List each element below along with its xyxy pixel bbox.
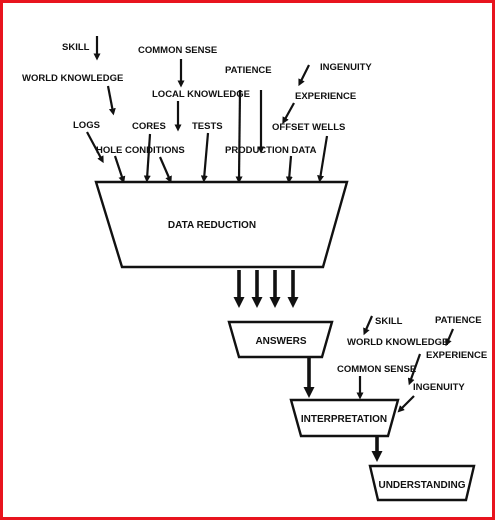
data-reduction-label: DATA REDUCTION <box>168 220 256 231</box>
answers-box <box>227 320 334 359</box>
label-tests: TESTS <box>192 121 223 132</box>
label-logs: LOGS <box>73 120 100 131</box>
arrow-logs <box>86 131 104 164</box>
label-common-sense-2: COMMON SENSE <box>337 364 416 375</box>
arrow-production-data <box>285 155 293 184</box>
arrow-hole-conditions-a <box>113 155 126 184</box>
arrow-experience <box>282 102 295 125</box>
label-offset-wells: OFFSET WELLS <box>272 122 345 133</box>
label-experience: EXPERIENCE <box>295 91 356 102</box>
answers-label: ANSWERS <box>255 336 306 347</box>
arrow-patience-2 <box>445 328 455 347</box>
understanding-label: UNDERSTANDING <box>378 480 465 491</box>
label-patience-2: PATIENCE <box>435 315 482 326</box>
label-production-data: PRODUCTION DATA <box>225 145 317 156</box>
arrow-patience <box>235 89 243 184</box>
arrow-ingenuity-2 <box>397 395 415 413</box>
arrow-ingenuity <box>298 64 310 87</box>
label-local-knowledge: LOCAL KNOWLEDGE <box>152 89 250 100</box>
label-ingenuity-2: INGENUITY <box>413 382 465 393</box>
label-world-knowledge-2: WORLD KNOWLEDGE <box>347 337 448 348</box>
arrow-skill-2 <box>363 315 374 336</box>
label-cores: CORES <box>132 121 166 132</box>
arrow-tests <box>200 132 210 183</box>
understanding-box <box>368 464 476 502</box>
label-world-knowledge: WORLD KNOWLEDGE <box>22 73 123 84</box>
data-reduction-box <box>94 180 349 269</box>
label-ingenuity: INGENUITY <box>320 62 372 73</box>
label-experience-2: EXPERIENCE <box>426 350 487 361</box>
arrow-hole-conditions-b <box>158 156 172 184</box>
interpretation-label: INTERPRETATION <box>301 414 387 425</box>
label-hole-conditions: HOLE CONDITIONS <box>96 145 185 156</box>
label-common-sense: COMMON SENSE <box>138 45 217 56</box>
label-skill: SKILL <box>62 42 90 53</box>
arrow-cores <box>143 133 152 183</box>
label-skill-2: SKILL <box>375 316 403 327</box>
arrow-offset-wells <box>317 135 329 183</box>
interpretation-box <box>289 398 400 438</box>
arrow-world-knowledge <box>106 85 116 116</box>
label-patience: PATIENCE <box>225 65 272 76</box>
arrow-experience-2 <box>407 353 422 386</box>
